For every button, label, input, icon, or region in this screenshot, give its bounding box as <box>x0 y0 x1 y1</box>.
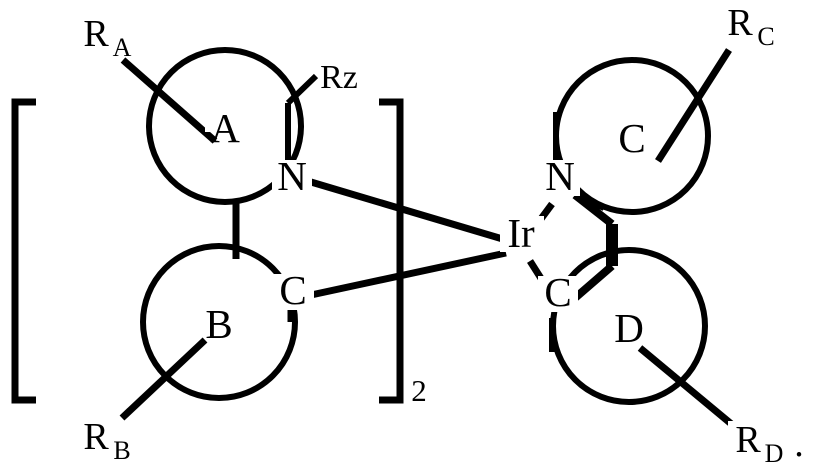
substituent-rz-base: Rz <box>320 59 358 96</box>
bond-n-ir-left <box>310 178 507 244</box>
bond-rc <box>655 48 732 163</box>
bond-rz <box>285 73 319 106</box>
ring-c-label: C <box>618 115 645 161</box>
substituent-rd-subscript: D <box>765 439 784 468</box>
label-halos <box>199 96 654 332</box>
ring-a-circle <box>146 47 304 205</box>
atom-nitrogen-left: N <box>277 153 307 199</box>
bond-rd <box>637 345 738 430</box>
substituent-rb-subscript: B <box>113 436 130 465</box>
substituent-rz: Rz <box>320 59 358 96</box>
substituent-rc-base: R <box>727 2 753 44</box>
trailing-period: . <box>794 423 804 465</box>
atom-carbon-left: C <box>279 267 306 313</box>
bond-c-biaryl <box>572 262 615 302</box>
ring-b-label: B <box>205 301 232 347</box>
substituent-rc-subscript: C <box>757 22 774 51</box>
left-bracket <box>11 98 36 404</box>
substituent-rb: R B <box>76 416 131 465</box>
bond-c-ir-left <box>310 249 507 299</box>
substituent-rd: R D . <box>728 419 804 468</box>
ring-d-label: D <box>614 305 644 351</box>
bond-rb <box>119 337 208 421</box>
atom-carbon-right: C <box>544 269 571 315</box>
atom-iridium: Ir <box>507 210 535 256</box>
substituent-rb-base: R <box>83 416 109 458</box>
substituent-ra: R A <box>76 13 132 62</box>
bond-ra <box>120 57 218 144</box>
substituent-rd-base: R <box>735 419 761 461</box>
atom-nitrogen-right: N <box>545 153 575 199</box>
ring-a-label: A <box>210 105 240 151</box>
ring-b-circle <box>140 243 298 401</box>
bracket-subscript-count: 2 <box>411 373 427 408</box>
substituent-rc: R C <box>720 2 775 51</box>
substituent-ra-subscript: A <box>113 33 132 62</box>
substituent-ra-base: R <box>83 13 109 55</box>
right-bracket <box>379 98 404 404</box>
bond-n-biaryl <box>572 191 615 228</box>
